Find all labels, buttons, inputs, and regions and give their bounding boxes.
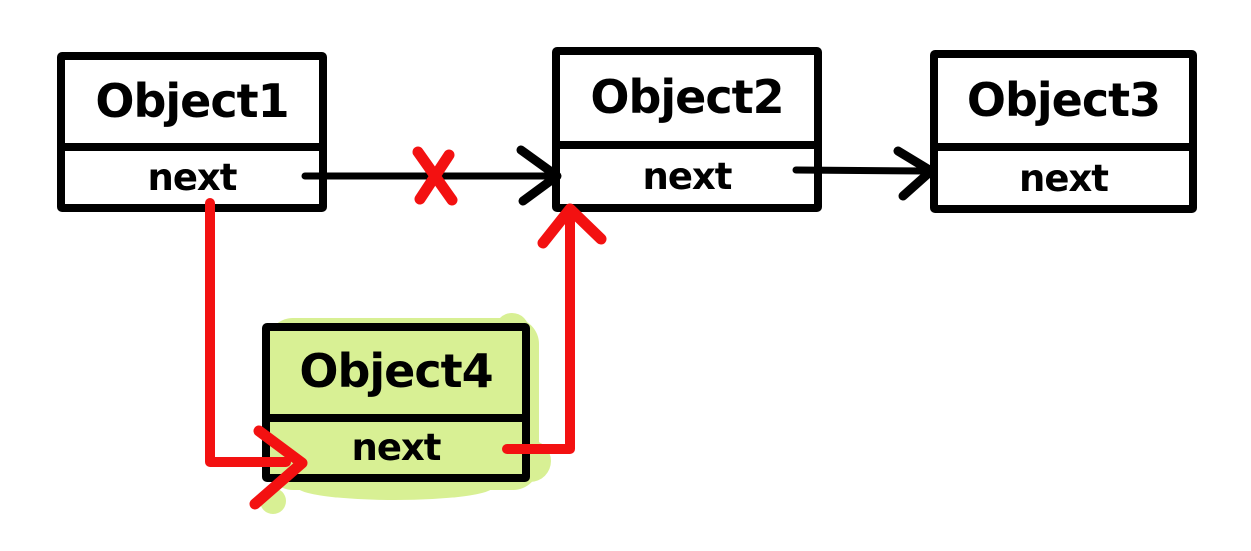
node-object1-title: Object1 (65, 60, 319, 152)
arrow-object1-to-object2 (301, 145, 562, 206)
node-object1: Object1 next (57, 52, 327, 212)
node-object2: Object2 next (552, 47, 822, 212)
node-object4-title: Object4 (270, 331, 522, 422)
node-object3-title: Object3 (938, 58, 1189, 152)
node-object3-next-field: next (938, 151, 1189, 205)
arrowhead-right-icon (893, 146, 936, 201)
node-object4-next-field: next (270, 421, 522, 474)
node-object2-next-field: next (560, 149, 814, 204)
node-object2-title: Object2 (560, 55, 814, 150)
red-x-cross-out-icon (412, 146, 458, 206)
node-object4: Object4 next (262, 323, 530, 482)
arrowhead-up-icon (537, 203, 607, 249)
node-object1-next-field: next (65, 151, 319, 204)
node-object3: Object3 next (930, 50, 1197, 213)
